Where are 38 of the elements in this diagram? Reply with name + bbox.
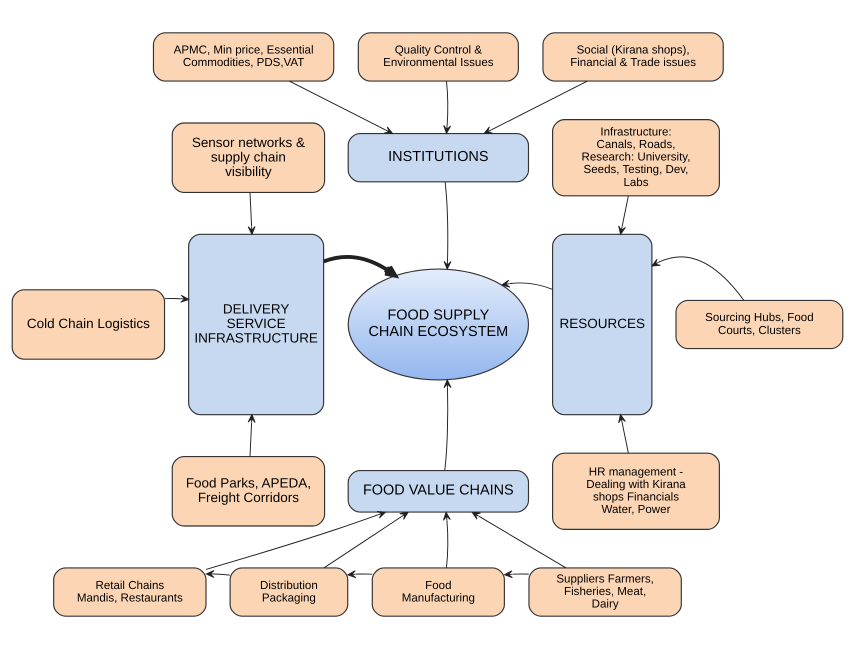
arrow (618, 414, 629, 454)
arrow (206, 570, 230, 578)
arrow (248, 192, 256, 235)
arrow (248, 414, 256, 457)
arrow (444, 379, 452, 471)
node-box: Food Manufacturing (372, 567, 505, 617)
node-box: RESOURCES (552, 234, 652, 416)
node-box: HR management - Dealing with Kirana shops Financials Water, Power (552, 452, 720, 530)
arrow (206, 510, 386, 570)
node-box: Distribution Packaging (230, 567, 348, 617)
node-box: Suppliers Farmers, Fisheries, Meat, Dairy (528, 567, 682, 617)
arrow (164, 294, 190, 303)
arrow (443, 80, 452, 134)
node-ellipse: FOOD SUPPLY CHAIN ECOSYSTEM (348, 268, 530, 381)
arrow (288, 80, 394, 134)
node-box: APMC, Min price, Essential Commodities, PDS,VAT (152, 32, 334, 82)
node-box: INSTITUTIONS (348, 133, 530, 182)
arrow (472, 512, 566, 568)
node-box: Social (Kirana shops), Financial & Trade issues (542, 32, 724, 82)
node-box: Cold Chain Logistics (12, 289, 166, 360)
arrow (323, 255, 398, 278)
arrow (484, 80, 588, 134)
arrow (444, 181, 452, 270)
node-box: DELIVERY SERVICE INFRASTRUCTURE (188, 234, 324, 416)
arrow (618, 196, 629, 235)
arrow (347, 570, 373, 578)
node-box: Sourcing Hubs, Food Courts, Clusters (675, 300, 844, 350)
arrow (504, 570, 530, 578)
node-box: Retail Chains Mandis, Restaurants (53, 567, 207, 617)
node-box: FOOD VALUE CHAINS (348, 470, 530, 513)
arrow (501, 280, 553, 290)
node-box: Quality Control & Environmental Issues (358, 32, 519, 82)
arrow (442, 512, 451, 568)
node-box: Infrastructure: Canals, Roads, Research: University, Seeds, Testing, Dev, Labs (552, 119, 720, 196)
arrow (651, 256, 744, 301)
arrow (324, 512, 409, 568)
node-box: Sensor networks & supply chain visibility (172, 122, 326, 193)
node-box: Food Parks, APEDA, Freight Corridors (172, 456, 326, 527)
